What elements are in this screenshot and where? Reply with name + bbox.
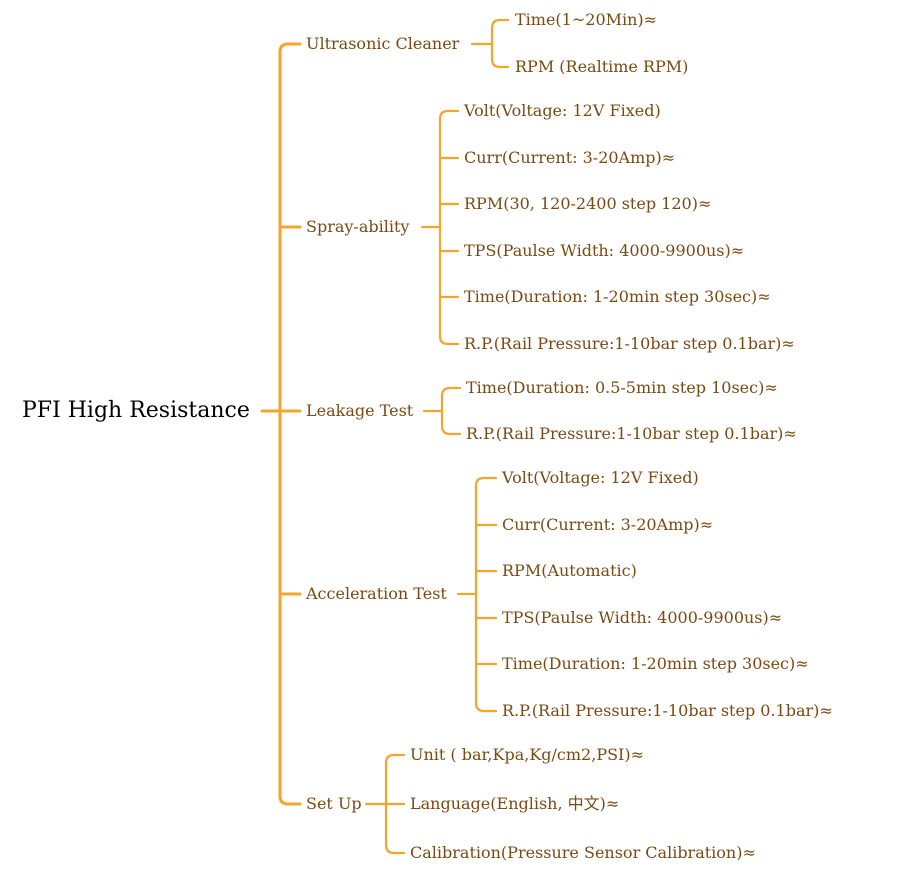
leaf-leakage-rail-pressure: R.P.(Rail Pressure:1-10bar step 0.1bar)≈ xyxy=(466,424,797,443)
leaf-ultrasonic-time: Time(1~20Min)≈ xyxy=(515,10,658,29)
acceleration-connector-spine xyxy=(474,476,498,713)
root-connector-spine xyxy=(278,42,302,806)
leaf-leakage-time: Time(Duration: 0.5-5min step 10sec)≈ xyxy=(466,378,778,397)
branch-ultrasonic-cleaner: Ultrasonic Cleaner xyxy=(306,34,460,53)
leaf-spray-tps: TPS(Paulse Width: 4000-9900us)≈ xyxy=(464,241,745,260)
branch-set-up: Set Up xyxy=(306,794,362,813)
leaf-accel-rpm: RPM(Automatic) xyxy=(502,561,637,580)
leaf-spray-curr: Curr(Current: 3-20Amp)≈ xyxy=(464,148,676,167)
leaf-spray-rpm: RPM(30, 120-2400 step 120)≈ xyxy=(464,194,712,213)
branch-spray-ability: Spray-ability xyxy=(306,217,410,236)
leaf-spray-volt: Volt(Voltage: 12V Fixed) xyxy=(464,101,661,120)
leaf-accel-rail-pressure: R.P.(Rail Pressure:1-10bar step 0.1bar)≈ xyxy=(502,701,833,720)
leaf-accel-time: Time(Duration: 1-20min step 30sec)≈ xyxy=(502,654,809,673)
leaf-ultrasonic-rpm: RPM (Realtime RPM) xyxy=(515,57,689,76)
leaf-accel-curr: Curr(Current: 3-20Amp)≈ xyxy=(502,515,714,534)
leaf-setup-language: Language(English, 中文)≈ xyxy=(410,794,620,813)
leaf-spray-rail-pressure: R.P.(Rail Pressure:1-10bar step 0.1bar)≈ xyxy=(464,334,795,353)
leaf-spray-time: Time(Duration: 1-20min step 30sec)≈ xyxy=(464,287,771,306)
branch-leakage-test: Leakage Test xyxy=(306,401,414,420)
leaf-accel-volt: Volt(Voltage: 12V Fixed) xyxy=(502,468,699,487)
branch-acceleration-test: Acceleration Test xyxy=(306,584,447,603)
spray-connector-spine xyxy=(438,109,460,346)
root-topic: PFI High Resistance xyxy=(22,398,250,423)
leakage-connector-spine xyxy=(440,386,462,436)
leaf-setup-calibration: Calibration(Pressure Sensor Calibration)… xyxy=(410,843,756,862)
leaf-accel-tps: TPS(Paulse Width: 4000-9900us)≈ xyxy=(502,608,783,627)
leaf-setup-unit: Unit ( bar,Kpa,Kg/cm2,PSI)≈ xyxy=(410,745,645,764)
ultrasonic-connector-spine xyxy=(490,18,510,69)
